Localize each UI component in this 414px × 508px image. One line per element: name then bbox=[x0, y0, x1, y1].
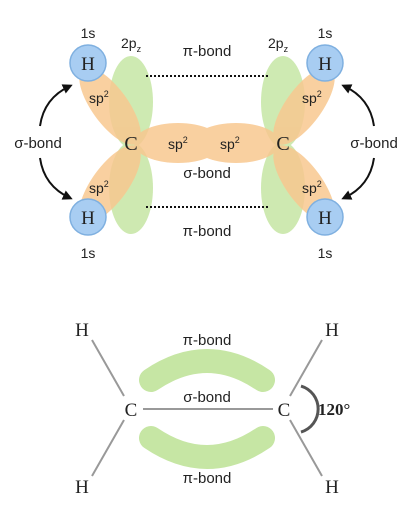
pi-bond-lobe-top bbox=[139, 349, 275, 392]
pi-bond-lobe-bottom bbox=[139, 426, 275, 469]
orbital-1s-label-top-left: 1s bbox=[81, 25, 96, 41]
sp2-label: sp2 bbox=[168, 135, 188, 152]
p-orbital-label-left: 2pz bbox=[121, 35, 142, 54]
hydrogen-label: H bbox=[81, 208, 95, 229]
carbon-right-label: C bbox=[276, 133, 289, 155]
pi-bond-label-bottom: π-bond bbox=[183, 223, 232, 240]
pi-bond-label-top: π-bond bbox=[183, 332, 232, 349]
carbon-right-label: C bbox=[278, 400, 291, 421]
sigma-bond-arrows-left bbox=[39, 84, 73, 200]
sp2-label: sp2 bbox=[89, 89, 109, 106]
hydrogen-label: H bbox=[75, 477, 89, 498]
ch-bonds bbox=[91, 339, 323, 477]
sigma-bond-label-right: σ-bond bbox=[350, 135, 398, 152]
hydrogen-label: H bbox=[75, 320, 89, 341]
bond-angle-label: 120° bbox=[318, 400, 350, 419]
sp2-orbitals bbox=[79, 67, 335, 223]
hydrogen-top-left: H bbox=[69, 44, 107, 82]
hydrogen-label: H bbox=[318, 208, 332, 229]
carbon-left-label: C bbox=[124, 133, 137, 155]
sigma-bond-arrows-right bbox=[341, 84, 375, 200]
hydrogen-label: H bbox=[81, 54, 95, 75]
p-orbital-label-right: 2pz bbox=[268, 35, 289, 54]
sp2-label: sp2 bbox=[89, 179, 109, 196]
orbital-diagram: H H H H C C 1s 1s 1s 1s 2pz 2pz sp2 sp2 … bbox=[14, 25, 398, 261]
hydrogen-label: H bbox=[325, 477, 339, 498]
orbital-1s-label-top-right: 1s bbox=[318, 25, 333, 41]
sp2-label: sp2 bbox=[220, 135, 240, 152]
pi-bond-label-top: π-bond bbox=[183, 43, 232, 60]
hydrogen-bottom-right: H bbox=[306, 198, 344, 236]
sp2-label: sp2 bbox=[302, 89, 322, 106]
hydrogen-top-right: H bbox=[306, 44, 344, 82]
sigma-bond-label: σ-bond bbox=[183, 389, 231, 406]
hydrogen-label: H bbox=[318, 54, 332, 75]
hydrogen-bottom-left: H bbox=[69, 198, 107, 236]
hydrogen-label: H bbox=[325, 320, 339, 341]
carbon-left-label: C bbox=[125, 400, 138, 421]
orbital-1s-label-bottom-left: 1s bbox=[81, 245, 96, 261]
sp2-label: sp2 bbox=[302, 179, 322, 196]
structural-diagram: C C H H H H π-bond σ-bond π-bond 120° bbox=[75, 320, 350, 498]
pi-bond-label-bottom: π-bond bbox=[183, 470, 232, 487]
sigma-bond-label-center: σ-bond bbox=[183, 165, 231, 182]
orbital-1s-label-bottom-right: 1s bbox=[318, 245, 333, 261]
bond-angle-arc bbox=[300, 384, 320, 434]
sigma-bond-label-left: σ-bond bbox=[14, 135, 62, 152]
